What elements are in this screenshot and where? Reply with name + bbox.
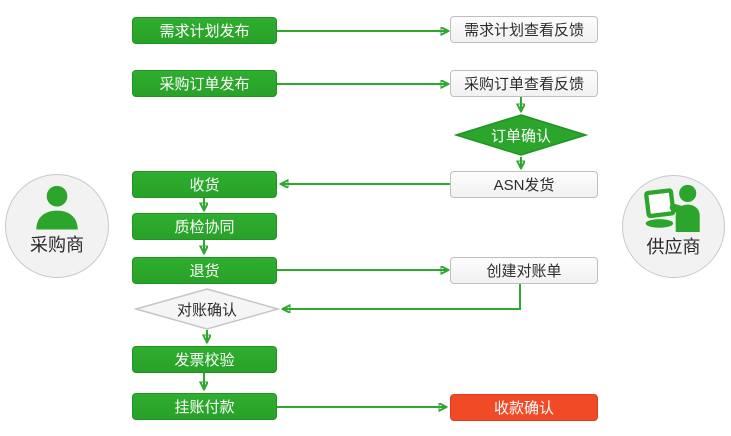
node-po-feedback: 采购订单查看反馈 bbox=[450, 70, 598, 97]
node-create-statement: 创建对账单 bbox=[450, 257, 598, 284]
decision-order-confirm-label: 订单确认 bbox=[490, 127, 551, 145]
actor-supplier-label: 供应商 bbox=[646, 237, 701, 257]
decision-reconciliation-confirm: 对账确认 bbox=[134, 288, 280, 330]
node-asn-ship: ASN发货 bbox=[450, 171, 598, 198]
actor-supplier: 供应商 bbox=[622, 175, 725, 278]
node-po-publish: 采购订单发布 bbox=[132, 70, 277, 97]
supplier-person-laptop-icon bbox=[643, 184, 700, 232]
node-invoice-verify: 发票校验 bbox=[132, 346, 277, 373]
edge-statement-to-reconciliation bbox=[283, 283, 521, 309]
diamond-shape bbox=[134, 288, 280, 330]
node-receipt-confirm: 收款确认 bbox=[450, 394, 598, 421]
diamond-shape bbox=[454, 114, 588, 156]
buyer-person-icon bbox=[36, 185, 78, 230]
node-book-payment: 挂账付款 bbox=[132, 393, 277, 420]
node-receive-goods: 收货 bbox=[132, 171, 277, 198]
actor-buyer-label: 采购商 bbox=[30, 235, 84, 255]
actor-buyer: 采购商 bbox=[5, 174, 109, 278]
decision-order-confirm: 订单确认 bbox=[454, 114, 588, 156]
decision-reconciliation-confirm-label: 对账确认 bbox=[176, 301, 237, 319]
node-demand-plan-feedback: 需求计划查看反馈 bbox=[450, 16, 598, 43]
node-demand-plan-publish: 需求计划发布 bbox=[132, 17, 277, 44]
node-return-goods: 退货 bbox=[132, 257, 277, 284]
node-quality-collab: 质检协同 bbox=[132, 213, 277, 240]
